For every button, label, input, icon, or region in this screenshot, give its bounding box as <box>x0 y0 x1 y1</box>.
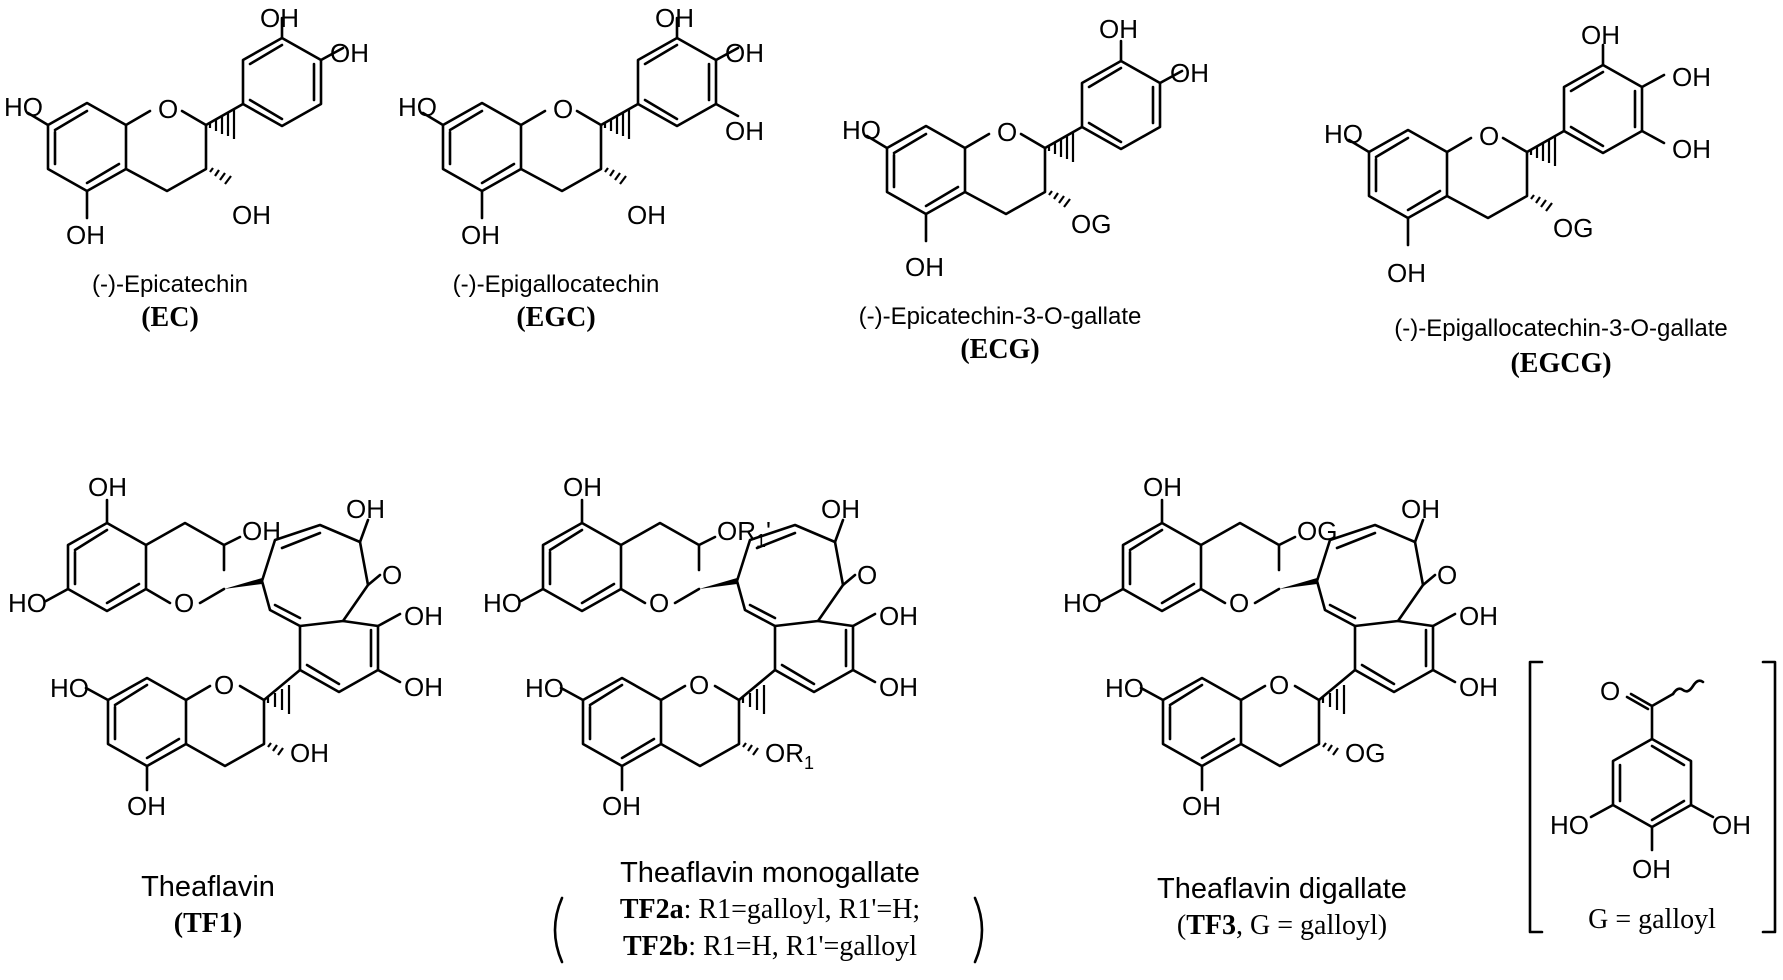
tf3-ring-o-upper: O <box>1229 588 1249 618</box>
egc-oh-5: OH <box>461 220 500 250</box>
ecg-oh-1: OH <box>1099 14 1138 44</box>
ecg-name: (-)-Epicatechin-3-O-gallate <box>859 303 1142 330</box>
tf1-oh-trop: OH <box>346 494 385 524</box>
tf2-oh-trop: OH <box>821 494 860 524</box>
tf2-oh-5: OH <box>563 472 602 502</box>
egcg-name: (-)-Epigallocatechin-3-O-gallate <box>1394 315 1727 342</box>
egcg-oh-2: OH <box>1672 62 1711 92</box>
ec-code: (EC) <box>141 302 199 333</box>
galloyl-inset: O HO OH OH G = galloyl <box>1528 660 1777 935</box>
tf1-oh-3-lower: OH <box>290 738 329 768</box>
structure-ecg: O OH OH HO OG OH (-)-Epicatechin-3-O-gal… <box>842 14 1209 365</box>
tf3-oh-benzo-1: OH <box>1459 601 1498 631</box>
ecg-og: OG <box>1071 209 1111 239</box>
tf1-ho-7: HO <box>8 588 47 618</box>
tf2-ring-o-lower: O <box>689 670 709 700</box>
egc-oh-c3: OH <box>627 200 666 230</box>
tf3-ho-7-lower: HO <box>1105 673 1144 703</box>
tf1-name: Theaflavin <box>141 871 275 903</box>
egc-oh-1: OH <box>655 3 694 33</box>
tf3-og-upper: OG <box>1297 516 1337 546</box>
tf2-name: Theaflavin monogallate <box>620 857 920 889</box>
galloyl-right-bracket <box>1761 660 1777 934</box>
egc-ho-7: HO <box>398 92 437 122</box>
tf3-oh-5: OH <box>1143 472 1182 502</box>
tf1-ho-7-lower: HO <box>50 673 89 703</box>
tf2-oh-benzo-2: OH <box>879 672 918 702</box>
galloyl-caption: G = galloyl <box>1588 904 1716 935</box>
tf2-oh-5-lower: OH <box>602 791 641 821</box>
ec-name: (-)-Epicatechin <box>92 271 248 298</box>
galloyl-ho: HO <box>1550 810 1589 840</box>
tf1-ketone-o: O <box>382 560 402 590</box>
galloyl-oh-bottom: OH <box>1632 854 1671 884</box>
egcg-og: OG <box>1553 213 1593 243</box>
tf2-right-paren <box>973 896 984 964</box>
egcg-oh-3: OH <box>1672 134 1711 164</box>
tf2-line-1: TF2a: R1=galloyl, R1'=H; <box>620 894 920 925</box>
tf1-oh-5: OH <box>88 472 127 502</box>
tf2-ho-7: HO <box>483 588 522 618</box>
egc-ring-oxygen: O <box>553 94 573 124</box>
tf2-ring-o-upper: O <box>649 588 669 618</box>
egc-code: (EGC) <box>516 302 595 333</box>
ec-ring-oxygen: O <box>158 94 178 124</box>
structure-tf3: OH OG OH O HO O OH OH HO O OG OH Theafla… <box>1063 472 1498 941</box>
egcg-code: (EGCG) <box>1510 348 1611 379</box>
ec-oh-3: OH <box>232 200 271 230</box>
structure-tf2: OH OR1' OH O HO O OH OH HO O OR1 OH Thea… <box>483 472 984 964</box>
galloyl-left-bracket <box>1528 660 1544 934</box>
tf3-oh-trop: OH <box>1401 494 1440 524</box>
ec-oh-2: OH <box>330 38 369 68</box>
egc-name: (-)-Epigallocatechin <box>453 271 660 298</box>
tf1-ring-o-lower: O <box>214 670 234 700</box>
egc-oh-3: OH <box>725 116 764 146</box>
tf1-oh-benzo-2: OH <box>404 672 443 702</box>
tf2-left-paren <box>553 896 564 964</box>
tf2-oh-benzo-1: OH <box>879 601 918 631</box>
tf1-oh-3: OH <box>242 516 281 546</box>
galloyl-oh-right: OH <box>1712 810 1751 840</box>
egc-oh-2: OH <box>725 38 764 68</box>
ec-oh-1: OH <box>260 3 299 33</box>
egcg-oh-1: OH <box>1581 20 1620 50</box>
structure-tf1: OH OH OH O HO O OH OH HO O OH OH Theafla… <box>8 472 443 939</box>
tf2-line-2: TF2b: R1=H, R1'=galloyl <box>623 931 917 962</box>
tf3-ring-o-lower: O <box>1269 670 1289 700</box>
tf1-oh-5-lower: OH <box>127 791 166 821</box>
egcg-oh-5: OH <box>1387 258 1426 288</box>
tf2-ketone-o: O <box>857 560 877 590</box>
egcg-ring-oxygen: O <box>1479 121 1499 151</box>
ec-oh-5: OH <box>66 220 105 250</box>
ecg-oh-2: OH <box>1170 58 1209 88</box>
tf3-og-lower: OG <box>1345 738 1385 768</box>
tf3-ho-7: HO <box>1063 588 1102 618</box>
tf2-ho-7-lower: HO <box>525 673 564 703</box>
tf3-ketone-o: O <box>1437 560 1457 590</box>
ecg-oh-5: OH <box>905 252 944 282</box>
ec-ho-7: HO <box>4 92 43 122</box>
tf3-code: (TF3, G = galloyl) <box>1177 910 1387 941</box>
tf3-oh-benzo-2: OH <box>1459 672 1498 702</box>
tf3-name: Theaflavin digallate <box>1157 873 1407 905</box>
ecg-ho-7: HO <box>842 115 881 145</box>
tf1-ring-o-upper: O <box>174 588 194 618</box>
tf2-or1: OR1 <box>765 738 814 773</box>
structure-egcg: O OH OH OH HO OG OH (-)-Epigallocatechin… <box>1324 20 1728 379</box>
egcg-ho-7: HO <box>1324 119 1363 149</box>
tf2-or1p: OR1' <box>717 516 771 551</box>
ecg-ring-oxygen: O <box>997 117 1017 147</box>
tf1-code: (TF1) <box>174 908 242 939</box>
galloyl-carbonyl-o: O <box>1600 676 1620 706</box>
tf3-oh-5-lower: OH <box>1182 791 1221 821</box>
structure-ec: O OH OH HO OH OH (-)-Epicatechin (EC) <box>4 3 369 333</box>
structure-egc: O OH OH OH HO OH OH (-)-Epigallocatechin… <box>398 3 764 333</box>
ecg-code: (ECG) <box>960 334 1039 365</box>
tf1-oh-benzo-1: OH <box>404 601 443 631</box>
